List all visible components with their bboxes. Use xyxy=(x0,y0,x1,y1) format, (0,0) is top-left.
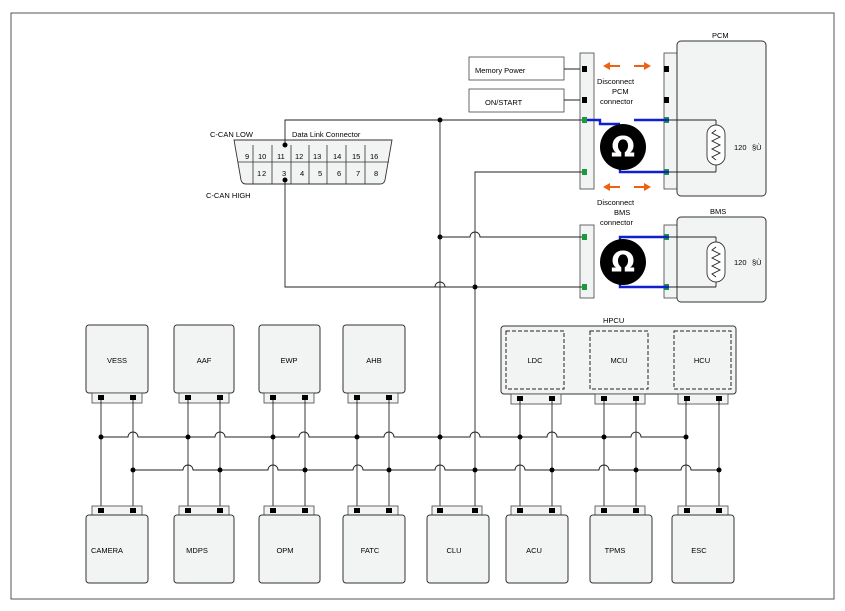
ewp-label: EWP xyxy=(280,356,297,365)
vess-module: VESS xyxy=(85,324,149,404)
dlc-pin-10: 10 xyxy=(258,152,266,161)
bms-termination-resistor-icon xyxy=(706,241,726,283)
bms-resistor-unit: §Ù xyxy=(752,258,762,267)
bms-resistor-value: 120 xyxy=(734,258,747,267)
bms-harness-connector xyxy=(579,224,595,299)
dlc-pin-3: 3 xyxy=(282,169,286,178)
pcm-ohmmeter-icon: Ω xyxy=(600,124,646,170)
hcu-label: HCU xyxy=(694,356,710,365)
dlc-pin-11: 11 xyxy=(277,152,285,161)
tpms-label: TPMS xyxy=(605,546,626,555)
memory-power-box: Memory Power xyxy=(468,56,565,81)
on-start-box: ON/START xyxy=(468,88,565,113)
acu-label: ACU xyxy=(526,546,542,555)
dlc-pin-5: 5 xyxy=(318,169,322,178)
dlc-pin-8: 8 xyxy=(374,169,378,178)
hpcu-label: HPCU xyxy=(603,316,624,325)
dlc-pin-7: 7 xyxy=(356,169,360,178)
disconnect-pcm-line1: Disconnect xyxy=(597,77,635,86)
pcm-label: PCM xyxy=(712,31,729,40)
disconnect-bms-line3: connector xyxy=(600,218,633,227)
esc-label: ESC xyxy=(691,546,707,555)
dlc-pin-12: 12 xyxy=(295,152,303,161)
on-start-label: ON/START xyxy=(485,98,523,107)
pcm-termination-resistor-icon xyxy=(706,124,726,166)
pcm-resistor-unit: §Ù xyxy=(752,143,762,152)
disconnect-pcm-line3: connector xyxy=(600,97,633,106)
tpms-module: TPMS xyxy=(589,505,653,584)
data-link-connector: 9 10 11 12 13 14 15 16 1 2 3 4 5 6 7 8 xyxy=(233,139,393,185)
fatc-module: FATC xyxy=(342,505,406,584)
disconnect-arrow-icon xyxy=(603,62,651,70)
dlc-pin-14: 14 xyxy=(333,152,341,161)
ldc-label: LDC xyxy=(527,356,543,365)
disconnect-pcm-line2: PCM xyxy=(612,87,629,96)
c-can-high-label: C-CAN HIGH xyxy=(206,191,251,200)
opm-label: OPM xyxy=(276,546,293,555)
mdps-label: MDPS xyxy=(186,546,208,555)
opm-module: OPM xyxy=(258,505,321,584)
dlc-label: Data Link Connector xyxy=(292,130,361,139)
ewp-module: EWP xyxy=(258,324,321,404)
dlc-pin-9: 9 xyxy=(245,152,249,161)
bms-label: BMS xyxy=(710,207,726,216)
ahb-module: AHB xyxy=(342,324,406,404)
dlc-pin-15: 15 xyxy=(352,152,360,161)
svg-text:Ω: Ω xyxy=(611,131,635,164)
memory-power-label: Memory Power xyxy=(475,66,526,75)
c-can-low-label: C-CAN LOW xyxy=(210,130,254,139)
dlc-pin-1: 1 xyxy=(257,169,261,178)
vess-label: VESS xyxy=(107,356,127,365)
clu-label: CLU xyxy=(446,546,461,555)
dlc-pin-4: 4 xyxy=(300,169,304,178)
clu-module: CLU xyxy=(426,505,490,584)
acu-module: ACU xyxy=(505,505,569,584)
disconnect-arrow-icon xyxy=(603,183,651,191)
mdps-module: MDPS xyxy=(173,505,235,584)
pcm-module xyxy=(676,40,767,197)
aaf-label: AAF xyxy=(197,356,212,365)
svg-text:Ω: Ω xyxy=(611,246,635,279)
dlc-pin-6: 6 xyxy=(337,169,341,178)
disconnect-bms-line1: Disconnect xyxy=(597,198,635,207)
bms-ohmmeter-icon: Ω xyxy=(600,239,646,285)
fatc-label: FATC xyxy=(361,546,380,555)
disconnect-bms-line2: BMS xyxy=(614,208,630,217)
esc-module: ESC xyxy=(671,505,735,584)
camera-module: CAMERA xyxy=(85,505,149,584)
dlc-pin-2: 2 xyxy=(262,169,266,178)
hpcu-module: HPCU LDC MCU HCU xyxy=(500,316,737,405)
camera-label: CAMERA xyxy=(91,546,123,555)
ahb-label: AHB xyxy=(366,356,381,365)
dlc-pin-16: 16 xyxy=(370,152,378,161)
aaf-module: AAF xyxy=(173,324,235,404)
mcu-label: MCU xyxy=(610,356,627,365)
pcm-resistor-value: 120 xyxy=(734,143,747,152)
dlc-pin-13: 13 xyxy=(313,152,321,161)
